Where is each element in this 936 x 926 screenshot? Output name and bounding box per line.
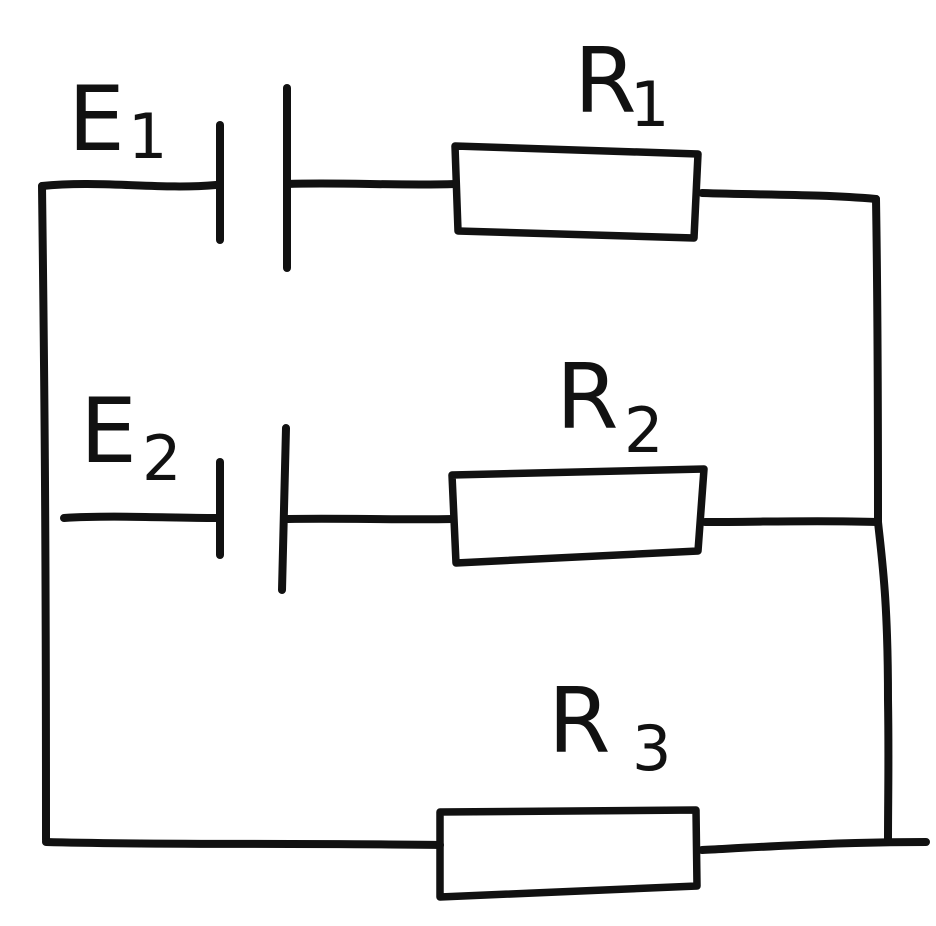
top-left-wire <box>38 180 220 191</box>
left-vertical-wire <box>38 182 50 844</box>
bottom-left-wire <box>42 838 444 849</box>
middle-right-wire <box>701 517 882 526</box>
label-e1-subscript: 1 <box>128 100 167 173</box>
label-r1: R <box>574 29 637 134</box>
top-right-wire <box>698 189 880 203</box>
label-r1-subscript: 1 <box>630 68 669 141</box>
label-r3-subscript: 3 <box>632 712 671 785</box>
resistor-r3 <box>436 806 701 901</box>
top-middle-wire <box>283 179 459 189</box>
middle-center-wire <box>284 514 457 524</box>
right-vertical-wire <box>872 195 893 844</box>
bottom-right-wire <box>698 838 930 854</box>
label-e1: E <box>68 67 125 172</box>
label-r2: R <box>556 345 619 450</box>
label-e2-subscript: 2 <box>142 422 181 495</box>
middle-left-wire <box>60 512 220 522</box>
resistor-r2 <box>448 465 708 567</box>
resistor-r1 <box>451 142 702 242</box>
label-e2: E <box>80 379 137 484</box>
battery-e2-long-plate <box>278 424 290 594</box>
label-r2-subscript: 2 <box>624 394 663 467</box>
label-r3: R <box>548 669 611 774</box>
